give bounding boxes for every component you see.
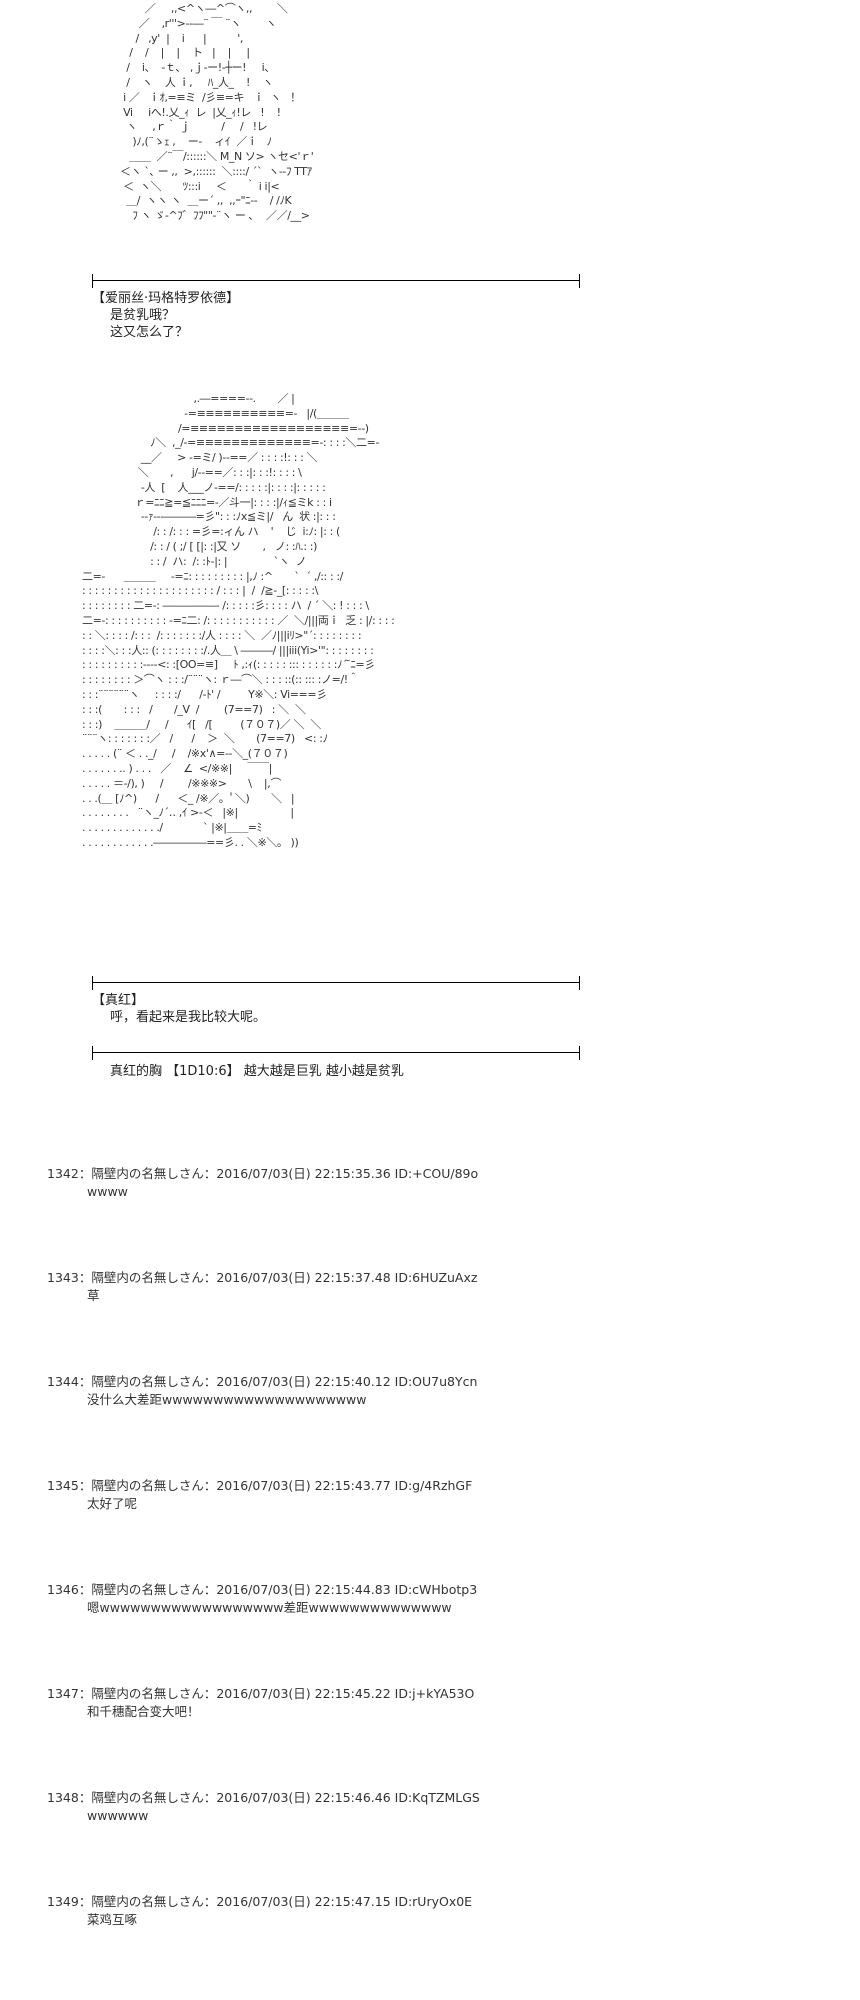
poster-name: 隔壁内の名無しさん (91, 1166, 204, 1181)
speaker-name: 【真红】 (92, 993, 145, 1008)
poster-name: 隔壁内の名無しさん (91, 1374, 204, 1389)
poster-name: 隔壁内の名無しさん (91, 1478, 204, 1493)
post-number[interactable]: 1342 (47, 1166, 79, 1181)
reply-post: 1345：隔壁内の名無しさん：2016/07/03(日) 22:15:43.77… (47, 1477, 807, 1513)
post-header: 1346：隔壁内の名無しさん：2016/07/03(日) 22:15:44.83… (47, 1582, 478, 1597)
poster-name: 隔壁内の名無しさん (91, 1686, 204, 1701)
post-timestamp: 2016/07/03(日) 22:15:37.48 (216, 1270, 391, 1285)
poster-id: ID:cWHbotp3 (394, 1582, 478, 1597)
reply-post: 1348：隔壁内の名無しさん：2016/07/03(日) 22:15:46.46… (47, 1789, 807, 1825)
reply-post: 1342：隔壁内の名無しさん：2016/07/03(日) 22:15:35.36… (47, 1165, 807, 1201)
post-body: wwww (87, 1184, 128, 1199)
post-timestamp: 2016/07/03(日) 22:15:44.83 (216, 1582, 391, 1597)
post-timestamp: 2016/07/03(日) 22:15:43.77 (216, 1478, 391, 1493)
shinku-ascii-art: ,.―====‐-. ／ | -=≡≡≡≡≡≡≡≡≡≡=- |/(＿＿＿ /=≡… (82, 392, 395, 849)
poster-name: 隔壁内の名無しさん (91, 1894, 204, 1909)
post-body: 草 (87, 1288, 100, 1303)
alice-ascii-art: ／ ,,<^ヽ―^⌒ヽ,, ＼ ／ ,r'''>--―¨ ￣ ¨ヽ ヽ / ,y… (120, 2, 314, 223)
post-number[interactable]: 1349 (47, 1894, 79, 1909)
divider-rule (92, 976, 580, 990)
post-number[interactable]: 1344 (47, 1374, 79, 1389)
post-body: 和千穗配合变大吧！ (87, 1704, 200, 1719)
post-header: 1349：隔壁内の名無しさん：2016/07/03(日) 22:15:47.15… (47, 1894, 473, 1909)
post-body: wwwwww (87, 1808, 149, 1823)
post-timestamp: 2016/07/03(日) 22:15:46.46 (216, 1790, 391, 1805)
poster-name: 隔壁内の名無しさん (91, 1582, 204, 1597)
post-number[interactable]: 1348 (47, 1790, 79, 1805)
dialog-line: 是贫乳哦？ (110, 308, 176, 323)
poster-id: ID:rUryOx0E (394, 1894, 473, 1909)
reply-post: 1346：隔壁内の名無しさん：2016/07/03(日) 22:15:44.83… (47, 1581, 807, 1617)
post-number[interactable]: 1345 (47, 1478, 79, 1493)
dice-roll-line: 真红的胸 【1D10:6】 越大越是巨乳 越小越是贫乳 (110, 1064, 404, 1079)
poster-id: ID:6HUZuAxz (394, 1270, 478, 1285)
post-timestamp: 2016/07/03(日) 22:15:45.22 (216, 1686, 391, 1701)
speaker-name: 【爱丽丝·玛格特罗依德】 (92, 291, 240, 306)
dialog-alice: 【爱丽丝·玛格特罗依德】 是贫乳哦？ 这又怎么了？ (92, 290, 239, 341)
post-body: 菜鸡互啄 (87, 1912, 138, 1927)
post-header: 1343：隔壁内の名無しさん：2016/07/03(日) 22:15:37.48… (47, 1270, 478, 1285)
post-timestamp: 2016/07/03(日) 22:15:47.15 (216, 1894, 391, 1909)
post-header: 1348：隔壁内の名無しさん：2016/07/03(日) 22:15:46.46… (47, 1790, 480, 1805)
post-body: 没什么大差距wwwwwwwwwwwwwwwwwwww (87, 1392, 367, 1407)
post-number[interactable]: 1346 (47, 1582, 79, 1597)
post-body: 太好了呢 (87, 1496, 138, 1511)
divider-rule (92, 274, 580, 288)
poster-name: 隔壁内の名無しさん (91, 1790, 204, 1805)
post-header: 1344：隔壁内の名無しさん：2016/07/03(日) 22:15:40.12… (47, 1374, 478, 1389)
post-timestamp: 2016/07/03(日) 22:15:40.12 (216, 1374, 391, 1389)
poster-name: 隔壁内の名無しさん (91, 1270, 204, 1285)
reply-post: 1343：隔壁内の名無しさん：2016/07/03(日) 22:15:37.48… (47, 1269, 807, 1305)
post-header: 1345：隔壁内の名無しさん：2016/07/03(日) 22:15:43.77… (47, 1478, 473, 1493)
poster-id: ID:j+kYA53O (394, 1686, 475, 1701)
poster-id: ID:g/4RzhGF (394, 1478, 473, 1493)
post-header: 1342：隔壁内の名無しさん：2016/07/03(日) 22:15:35.36… (47, 1166, 479, 1181)
post-header: 1347：隔壁内の名無しさん：2016/07/03(日) 22:15:45.22… (47, 1686, 475, 1701)
dialog-shinku: 【真红】 呼，看起来是我比较大呢。 (92, 992, 266, 1026)
reply-post: 1347：隔壁内の名無しさん：2016/07/03(日) 22:15:45.22… (47, 1685, 807, 1721)
divider-rule (92, 1046, 580, 1060)
post-body: 嗯wwwwwwwwwwwwwwwwww差距wwwwwwwwwwwwww (87, 1600, 452, 1615)
poster-id: ID:KqTZMLGS (394, 1790, 480, 1805)
poster-id: ID:+COU/89o (394, 1166, 479, 1181)
reply-post: 1344：隔壁内の名無しさん：2016/07/03(日) 22:15:40.12… (47, 1373, 807, 1409)
poster-id: ID:OU7u8Ycn (394, 1374, 478, 1389)
post-timestamp: 2016/07/03(日) 22:15:35.36 (216, 1166, 391, 1181)
dialog-line: 呼，看起来是我比较大呢。 (110, 1010, 267, 1025)
dialog-line: 这又怎么了？ (110, 325, 189, 340)
reply-post: 1349：隔壁内の名無しさん：2016/07/03(日) 22:15:47.15… (47, 1893, 807, 1929)
post-number[interactable]: 1343 (47, 1270, 79, 1285)
post-number[interactable]: 1347 (47, 1686, 79, 1701)
